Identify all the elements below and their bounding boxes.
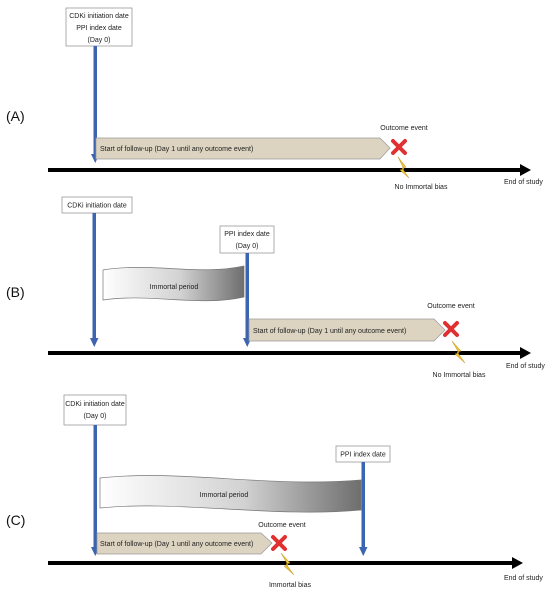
red-x-mark-icon <box>443 321 459 337</box>
panel-b-followup-label: Start of follow-up (Day 1 until any outc… <box>253 328 406 335</box>
panel-a-timeline-arrowhead <box>520 164 531 176</box>
panel-c-followup-arrow <box>96 532 273 555</box>
lightning-bolt-icon <box>451 340 466 364</box>
red-x-mark-icon <box>391 139 407 155</box>
panel-b-end-label: End of study <box>506 363 545 370</box>
panel-b-ppi-marker <box>245 253 249 340</box>
panel-c-timeline-arrowhead <box>512 557 523 569</box>
panel-a-end-label: End of study <box>504 179 543 186</box>
lightning-bolt-icon <box>397 156 410 179</box>
panel-a-box-line1: CDKi initiation date <box>69 13 129 20</box>
panel-c-ppi-marker-arrowhead <box>359 547 368 556</box>
panel-c: (C) CDKi initiation date (Day 0) PPI ind… <box>6 394 543 589</box>
panel-b: (B) CDKi initiation date PPI index date … <box>6 196 545 379</box>
panel-a-box-line3: (Day 0) <box>88 37 111 44</box>
panel-c-cdki-box <box>63 394 127 426</box>
panel-c-cdki-marker <box>93 425 97 549</box>
panel-b-immortal-banner <box>102 265 245 302</box>
panel-b-followup-arrow <box>248 318 446 342</box>
panel-c-cdki-line2: (Day 0) <box>84 413 107 420</box>
panel-c-bias-label: Immortal bias <box>269 582 312 589</box>
panel-b-label: (B) <box>6 284 25 300</box>
panel-b-immortal-label: Immortal period <box>150 284 199 291</box>
panel-a-day0-marker <box>93 46 97 156</box>
panel-c-immortal-label: Immortal period <box>200 492 249 499</box>
panel-c-immortal-banner <box>99 475 362 513</box>
panel-c-followup-label: Start of follow-up (Day 1 until any outc… <box>100 541 253 548</box>
panel-b-cdki-box <box>61 196 133 214</box>
panel-c-outcome-label: Outcome event <box>258 522 306 529</box>
panel-a-followup-arrow <box>95 137 391 160</box>
panel-b-ppi-box <box>219 225 275 254</box>
red-x-mark-icon <box>271 535 287 551</box>
panel-a-box-line2: PPI index date <box>76 25 122 32</box>
panel-a-bias-label: No Immortal bias <box>395 184 448 191</box>
panel-b-timeline-arrowhead <box>520 347 531 359</box>
panel-b-cdki-label: CDKi initiation date <box>67 203 127 210</box>
panel-b-cdki-marker-arrowhead <box>90 338 99 347</box>
panel-b-bias-label: No Immortal bias <box>433 372 486 379</box>
panel-a-followup-label: Start of follow-up (Day 1 until any outc… <box>100 146 253 153</box>
panel-a-outcome-label: Outcome event <box>380 125 428 132</box>
panel-a: (A) CDKi initiation date PPI index date … <box>6 7 543 191</box>
panel-c-ppi-label: PPI index date <box>340 452 386 459</box>
panel-a-label: (A) <box>6 108 25 124</box>
panel-c-label: (C) <box>6 512 25 528</box>
panel-c-end-label: End of study <box>504 575 543 582</box>
panel-b-ppi-line2: (Day 0) <box>236 243 259 250</box>
panel-a-date-box <box>65 7 133 47</box>
panel-b-ppi-line1: PPI index date <box>224 231 270 238</box>
lightning-bolt-icon <box>280 552 295 576</box>
panel-b-outcome-label: Outcome event <box>427 303 475 310</box>
panel-c-ppi-marker <box>361 462 365 549</box>
panel-c-cdki-line1: CDKi initiation date <box>65 401 125 408</box>
panel-b-cdki-marker <box>92 213 96 340</box>
